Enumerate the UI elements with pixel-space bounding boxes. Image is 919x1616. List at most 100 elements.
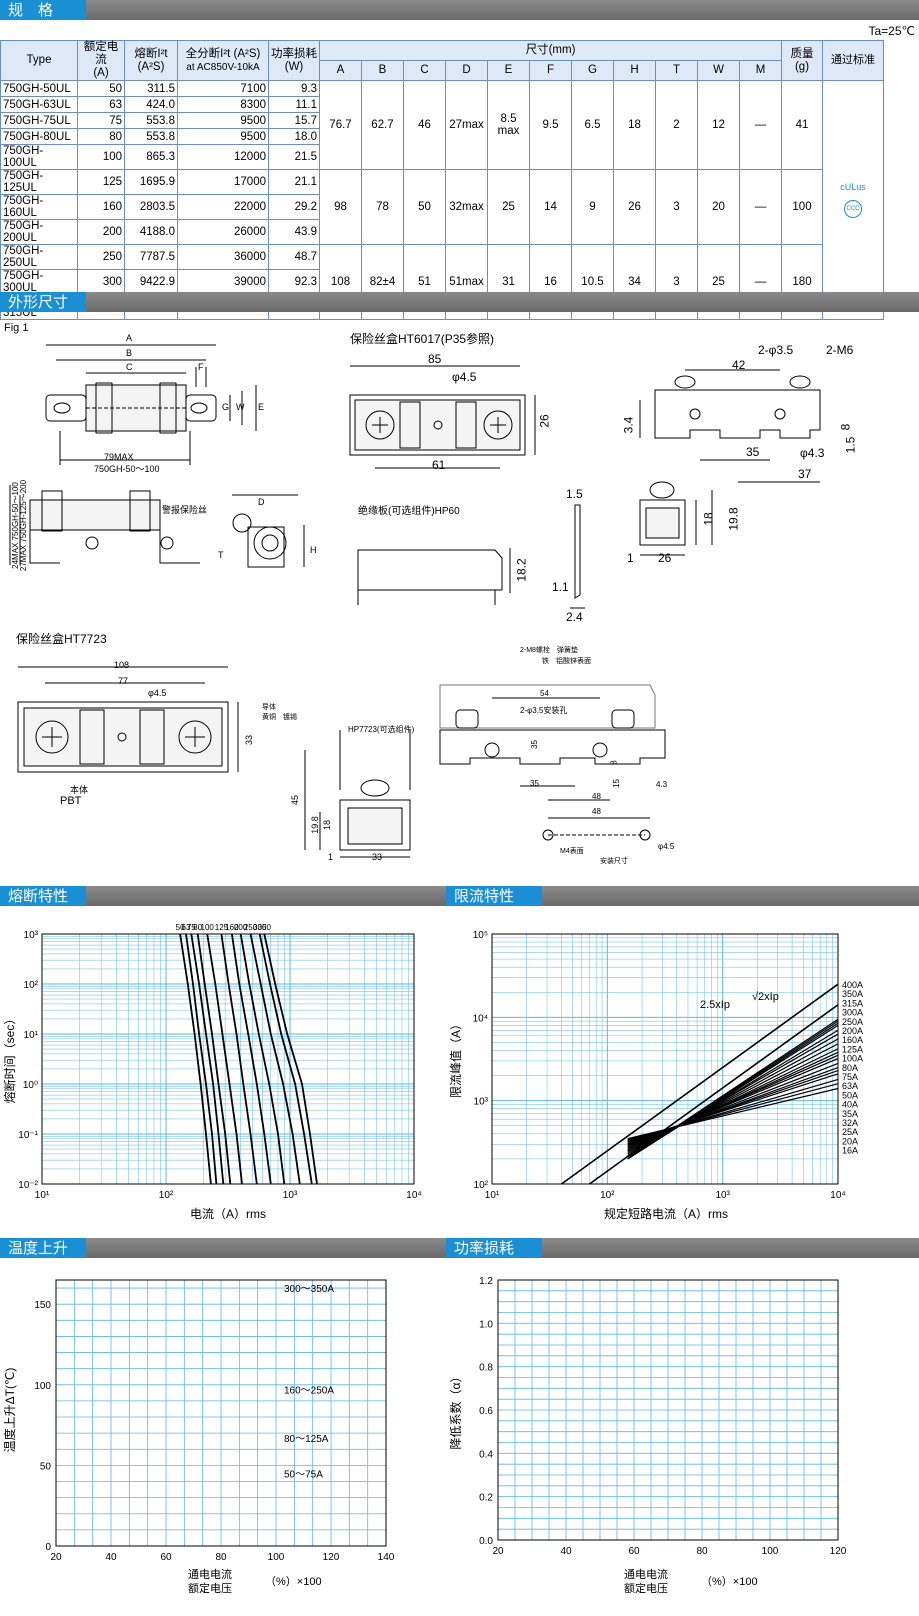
series-label-315A: 315A <box>842 998 863 1008</box>
ht7723-hp7723: HP7723(可选组件) <box>348 725 415 734</box>
cell-total: 17000 <box>177 169 269 195</box>
section-bar-spec: 规 格 <box>0 0 919 20</box>
ht7723-h198: 19.8 <box>309 816 320 834</box>
temp-series-label-0: 300～350A <box>284 1284 334 1295</box>
box-h18: 18 <box>701 512 716 526</box>
temp-series-label-3: 50～75A <box>284 1470 323 1481</box>
cell-a: 50 <box>77 80 125 97</box>
cell-dim: 20 <box>697 169 740 245</box>
cul-mark-icon: cULus <box>840 182 866 192</box>
series-label-350A: 350A <box>842 989 863 999</box>
x-axis-label-suffix: （%）×100 <box>265 1575 322 1588</box>
hp60-h182: 18.2 <box>514 558 529 582</box>
cell-w: 48.7 <box>268 244 320 270</box>
y-axis-label: 降低系数（α） <box>448 1371 463 1450</box>
y-tick-label: 150 <box>34 1300 51 1311</box>
cell-w: 21.5 <box>268 144 320 170</box>
cell-dim: — <box>739 80 782 170</box>
cell-type: 750GH-160UL <box>0 194 78 220</box>
y-tick-label: 10⁻² <box>18 1180 38 1191</box>
x-axis-label: 规定短路电流（A）rms <box>604 1206 728 1221</box>
series-label-80A: 80A <box>842 1063 858 1073</box>
x-tick-label: 10² <box>600 1190 615 1201</box>
series-label-63A: 63A <box>842 1081 858 1091</box>
th-dim-a: A <box>319 60 362 81</box>
cell-a: 100 <box>77 144 125 170</box>
curve-label-125: 125 <box>215 923 229 932</box>
ht6017-h8: 8 <box>838 423 853 431</box>
cell-total: 22000 <box>177 194 269 220</box>
th-dim-w: W <box>697 60 740 81</box>
x-axis-label-suffix: （%）×100 <box>701 1575 758 1588</box>
ht7723-w48: 48 <box>592 792 601 801</box>
max79-label: 79MAX <box>104 452 134 462</box>
dim-d-label: D <box>258 497 265 507</box>
x-tick-label: 120 <box>830 1546 847 1557</box>
y-tick-label: 10² <box>474 1180 489 1191</box>
y-axis-label: 温度上升ΔT(℃) <box>2 1368 17 1453</box>
x-tick-label: 140 <box>378 1552 395 1563</box>
y-tick-label: 0 <box>45 1542 51 1553</box>
ht6017-h15: 1.5 <box>843 436 858 454</box>
ht6017-h26: 26 <box>537 414 552 428</box>
ht6017-drawing <box>349 365 821 609</box>
y-tick-label: 0.6 <box>479 1406 493 1417</box>
ref-line-sqrt2xip <box>589 1004 839 1185</box>
cell-a: 63 <box>77 96 125 113</box>
section-bar-fusing: 熔断特性 限流特性 <box>0 886 919 906</box>
series-label-160A: 160A <box>842 1035 863 1045</box>
series-label-50A: 50A <box>842 1090 858 1100</box>
y-axis-label: 限流峰值（A） <box>448 1018 463 1098</box>
x-tick-label: 60 <box>628 1546 640 1557</box>
hp60-t11: 1.1 <box>552 580 569 594</box>
curve-label-80: 80 <box>193 923 202 932</box>
y-tick-label: 10⁻¹ <box>18 1130 38 1141</box>
section-title-fusing: 熔断特性 <box>0 886 86 906</box>
ht6017-w35: 35 <box>746 445 760 459</box>
th-dim-f: F <box>529 60 572 81</box>
y-tick-label: 10² <box>24 980 39 991</box>
y-tick-label: 0.4 <box>479 1449 493 1460</box>
fusing-curve-300 <box>258 933 313 1185</box>
series-label-32A: 32A <box>842 1118 858 1128</box>
cell-dim: 3 <box>655 169 698 245</box>
ht6017-w37: 37 <box>798 467 812 481</box>
cell-dim: 76.7 <box>319 80 362 170</box>
temp-series-label-2: 80～125A <box>284 1434 329 1445</box>
cell-mass: 100 <box>781 169 823 245</box>
curve-label-50: 50 <box>176 923 185 932</box>
th-loss: 功率损耗(W) <box>268 40 320 81</box>
cell-a: 200 <box>77 219 125 245</box>
cell-i2t: 424.0 <box>124 96 178 113</box>
ht7723-phi35: 2-φ3.5安装孔 <box>520 706 568 715</box>
ht7723-w35: 35 <box>530 779 539 788</box>
y-tick-label: 10⁴ <box>473 1013 488 1024</box>
x-tick-label: 10⁴ <box>406 1190 421 1201</box>
ref-label-sqrt2xip: √2xIp <box>752 991 779 1003</box>
cell-i2t: 9422.9 <box>124 269 178 295</box>
cell-a: 300 <box>77 269 125 295</box>
cell-i2t: 7787.5 <box>124 244 178 270</box>
ht7723-m8-sub: 铁 铝酸锌表面 <box>542 658 591 665</box>
section-title-power: 功率损耗 <box>446 1238 542 1258</box>
box-w1: 1 <box>627 551 634 565</box>
ref-label-25xip: 2.5xIp <box>700 999 730 1011</box>
cell-type: 750GH-63UL <box>0 96 78 113</box>
temp-series-label-1: 160～250A <box>284 1386 334 1397</box>
series-label-16A: 16A <box>842 1146 858 1156</box>
ht6017-phi35: 2-φ3.5 <box>758 343 794 357</box>
cell-dim: 8.5 max <box>487 80 530 170</box>
cell-w: 92.3 <box>268 269 320 295</box>
curve-label-350: 350 <box>258 923 272 932</box>
cell-i2t: 311.5 <box>124 80 178 97</box>
th-dim-h: H <box>613 60 656 81</box>
curve-label-75: 75 <box>187 923 196 932</box>
fusing-curve-80 <box>196 933 232 1185</box>
ccc-mark-icon: CCC <box>844 200 862 218</box>
ht7723-w1: 1 <box>328 852 334 862</box>
